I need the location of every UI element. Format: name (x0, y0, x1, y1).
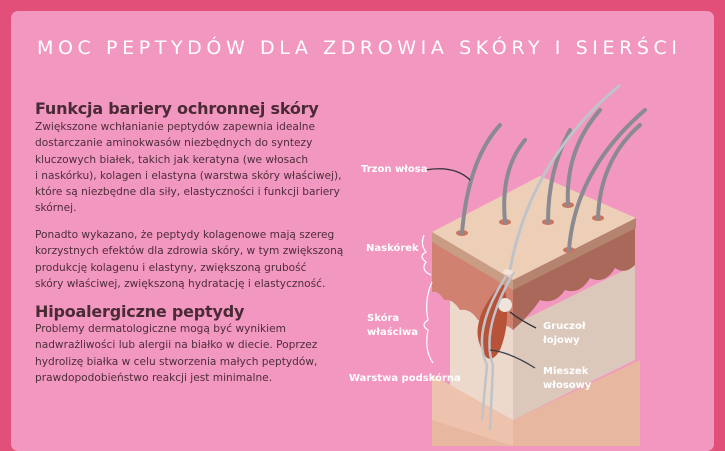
text-line: skórnej. (35, 202, 77, 215)
long-hair-shaft (508, 83, 621, 271)
hypoallergenic-paragraph: Problemy dermatologiczne mogą być wyniki… (35, 321, 317, 386)
text-line: i naskórku), kolagen i elastyna (warstwa… (35, 169, 342, 182)
text-line: Gruczoł (543, 321, 586, 332)
surface-edge (513, 218, 636, 290)
skin-surface (432, 176, 636, 280)
text-line: hydrolizę białka w celu stworzenia małyc… (35, 355, 318, 368)
text-line: łojowy (543, 335, 580, 346)
epidermis-brace (421, 234, 432, 276)
text-line: Mieszek (543, 366, 589, 377)
label-subcutis: Warstwa podskórna (349, 373, 461, 384)
text-line: produkcję kolagenu i elastyny, zwiększon… (35, 261, 307, 274)
dermis-side (513, 265, 635, 420)
text-line: Problemy dermatologiczne mogą być wyniki… (35, 323, 286, 335)
label-dermis: Skóra właściwa (367, 312, 418, 340)
text-line: dostarczanie aminokwasów niezbędnych do … (35, 137, 313, 150)
label-sebaceous-gland: Gruczoł łojowy (543, 320, 586, 348)
section-heading-barrier: Funkcja bariery ochronnej skóry (35, 99, 319, 118)
text-line: właściwa (367, 327, 418, 338)
barrier-paragraph-2: Ponadto wykazano, że peptydy kolagenowe … (35, 227, 343, 292)
text-line: prawdopodobieństwo reakcji jest minimaln… (35, 371, 273, 384)
hair-shafts (460, 108, 647, 252)
text-line: nadwrażliwości lub alergii na białko w d… (35, 339, 318, 352)
label-hair-follicle: Mieszek włosowy (543, 365, 591, 393)
arrow-follicle (489, 349, 536, 369)
section-heading-hypoallergenic: Hipoalergiczne peptydy (35, 302, 245, 321)
text-line: Zwiększone wchłanianie peptydów zapewnia… (35, 121, 316, 133)
subcutis-front (432, 375, 513, 446)
arrow-sebaceous (509, 311, 537, 329)
surface-edge (432, 232, 513, 290)
text-line: Ponadto wykazano, że peptydy kolagenowe … (35, 229, 335, 241)
sebaceous-gland (498, 298, 512, 312)
label-hair-shaft: Trzon włosa (361, 164, 428, 175)
text-line: korzystnych efektów dla zdrowia skóry, w… (35, 245, 344, 258)
page-title: MOC PEPTYDÓW DLA ZDROWIA SKÓRY I SIERŚCI (37, 37, 682, 59)
arrow-hair-shaft (424, 168, 471, 181)
text-line: Skóra (367, 313, 400, 324)
dermis-brace (423, 281, 434, 364)
text-line: kluczowych białek, takich jak keratyna (… (35, 153, 309, 166)
text-line: włosowy (543, 380, 592, 391)
label-epidermis: Naskórek (366, 243, 419, 254)
epidermis-side (513, 225, 635, 330)
hair-root (480, 269, 516, 431)
barrier-paragraph-1: Zwiększone wchłanianie peptydów zapewnia… (35, 119, 341, 217)
text-line: które są niezbędne dla siły, elastycznoś… (35, 186, 340, 199)
text-line: skóry właściwej, zwiększoną hydratację i… (35, 277, 326, 290)
